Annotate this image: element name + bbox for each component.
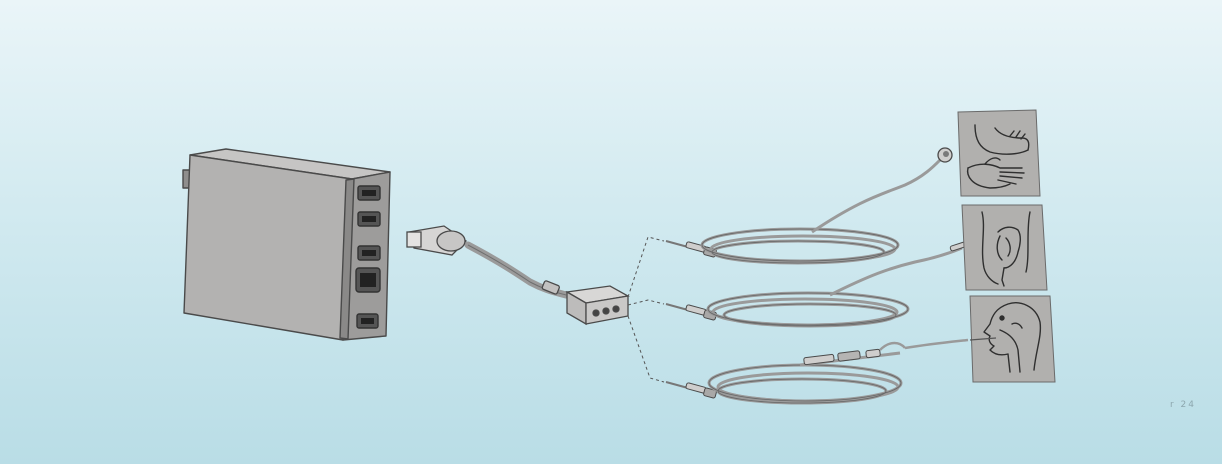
trunk-cable-icon	[407, 226, 628, 324]
connection-leader-lines	[628, 237, 664, 382]
rectal-application-panel	[962, 205, 1047, 290]
esophageal-application-panel	[970, 296, 1055, 382]
esophageal-temperature-probe-icon	[666, 340, 968, 403]
monitor-module-icon	[183, 149, 390, 340]
page-mark: r 24	[1170, 400, 1196, 410]
skin-temperature-probe-icon	[666, 148, 952, 263]
skin-application-panel	[958, 110, 1040, 196]
